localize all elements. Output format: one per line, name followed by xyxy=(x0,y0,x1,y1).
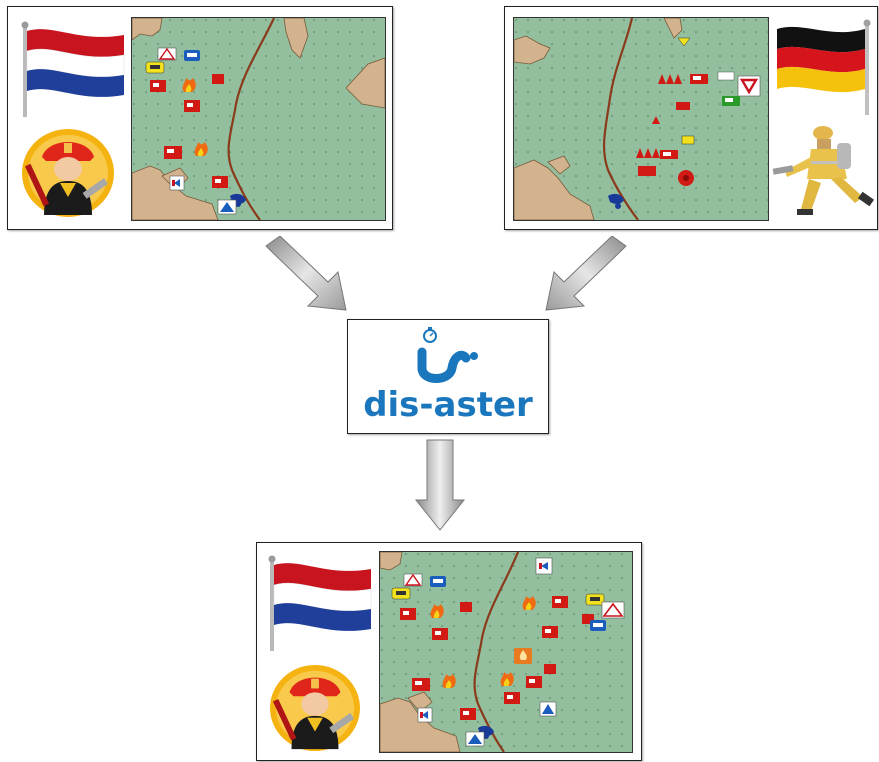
fire-truck-icon xyxy=(544,664,556,674)
police-car-icon xyxy=(590,620,606,631)
fire-icon xyxy=(522,596,536,610)
fire-icon xyxy=(430,604,444,618)
ambulance-icon xyxy=(145,61,165,74)
fire-brigade-unit-icon xyxy=(658,74,682,84)
dutch-side-map xyxy=(131,17,386,221)
triangle-marker-icon xyxy=(217,199,237,215)
command-post-icon xyxy=(169,175,185,191)
fire-truck-icon xyxy=(552,596,568,608)
arrow-german-to-system xyxy=(545,236,627,311)
fire-truck-icon xyxy=(660,150,678,159)
police-car-icon xyxy=(184,50,200,61)
firefighter-emblem-icon xyxy=(22,129,114,217)
warning-sign-icon xyxy=(157,47,177,61)
fire-truck-icon xyxy=(676,102,690,110)
fire-location-icon xyxy=(678,170,694,186)
fire-truck-icon xyxy=(582,614,594,624)
triangle-marker-icon xyxy=(539,701,557,717)
arrow-system-to-output xyxy=(414,439,466,531)
fire-truck-icon xyxy=(542,626,558,638)
arrow-dutch-to-system xyxy=(265,236,347,311)
command-post-icon xyxy=(535,557,553,575)
firefighter-figure-icon xyxy=(772,126,875,215)
fire-truck-icon xyxy=(460,602,472,612)
fire-brigade-unit-icon xyxy=(636,148,660,158)
fire-icon xyxy=(442,674,456,688)
vehicle-icon xyxy=(717,71,735,81)
firefighter-emblem-icon xyxy=(270,664,360,752)
netherlands-flag-icon xyxy=(21,21,125,117)
warning-sign-icon xyxy=(403,573,423,587)
netherlands-flag-icon xyxy=(268,555,372,651)
dutch-input-panel xyxy=(7,6,393,230)
german-side-map xyxy=(513,17,769,221)
merged-output-panel xyxy=(256,542,642,761)
fire-truck-icon xyxy=(164,146,182,159)
fire-icon xyxy=(500,672,514,686)
fire-truck-icon xyxy=(412,678,430,691)
fire-truck-icon xyxy=(526,676,542,688)
fire-icon xyxy=(194,142,208,156)
police-car-icon xyxy=(430,576,446,587)
green-vehicle-icon xyxy=(722,96,740,106)
ambulance-icon xyxy=(585,593,605,606)
fire-truck-icon xyxy=(150,80,166,92)
ambulance-icon xyxy=(391,587,411,600)
yield-sign-icon xyxy=(737,75,761,97)
hazard-marker-icon xyxy=(652,116,660,124)
merged-map xyxy=(379,551,633,753)
disaster-logo-text: dis-aster xyxy=(363,385,533,425)
ambulance-icon xyxy=(681,135,695,145)
fire-truck-icon xyxy=(690,74,708,84)
german-input-panel xyxy=(504,6,878,230)
boat-icon xyxy=(608,193,624,209)
fire-truck-icon xyxy=(212,176,228,188)
fire-truck-icon xyxy=(184,100,200,112)
fire-truck-icon xyxy=(432,628,448,640)
germany-flag-icon xyxy=(777,19,871,115)
fire-truck-icon xyxy=(400,608,416,620)
disaster-logo-box: dis-aster xyxy=(347,319,549,434)
triangle-marker-icon xyxy=(465,731,485,747)
fire-truck-icon xyxy=(212,74,224,84)
fire-truck-icon xyxy=(638,166,656,176)
command-post-icon xyxy=(417,707,433,723)
fire-truck-icon xyxy=(504,692,520,704)
fire-location-icon xyxy=(514,648,532,664)
hazard-marker-icon xyxy=(677,37,691,47)
fire-icon xyxy=(182,78,196,92)
disaster-logo-icon xyxy=(417,327,478,383)
warning-sign-icon xyxy=(601,601,625,619)
fire-truck-icon xyxy=(460,708,476,720)
